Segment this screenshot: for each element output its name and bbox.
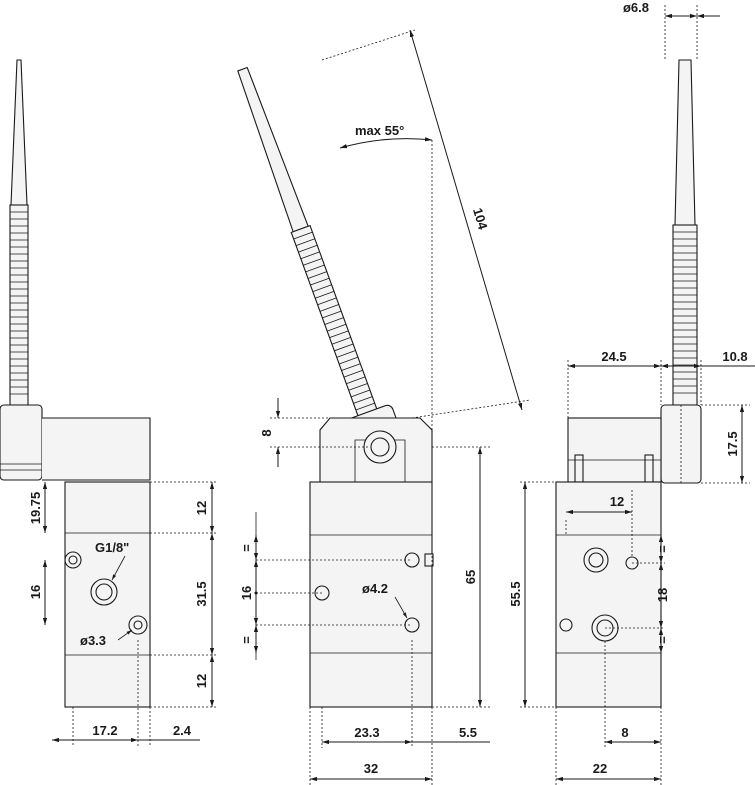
valve-body <box>555 481 662 708</box>
lever-spring <box>672 224 698 406</box>
dim-12-top: 12 <box>194 501 209 515</box>
eq-bottom: = <box>239 636 254 644</box>
eq-top: = <box>239 544 254 552</box>
dim-17-2: 17.2 <box>92 723 117 738</box>
dim-16: 16 <box>239 586 254 600</box>
eq-top: = <box>655 545 670 553</box>
hole-label: ø3.3 <box>80 633 106 648</box>
dim-18: 18 <box>655 588 670 602</box>
lever-head <box>0 404 43 481</box>
dim-10-8: 10.8 <box>722 349 747 364</box>
eq-bottom: = <box>655 636 670 644</box>
dim-2-4: 2.4 <box>173 723 192 738</box>
pivot-inner <box>370 437 390 457</box>
lever-head <box>660 404 702 484</box>
dim-12: 12 <box>610 494 624 509</box>
dim-5-5: 5.5 <box>459 725 477 740</box>
dim-65: 65 <box>463 570 478 584</box>
actuator-block <box>42 417 151 481</box>
dim-31-5: 31.5 <box>194 581 209 606</box>
dim-24-5: 24.5 <box>601 349 626 364</box>
port-label: G1/8" <box>95 540 129 555</box>
hole-label: ø4.2 <box>362 581 388 596</box>
dim-8: 8 <box>621 725 628 740</box>
lever-rod <box>237 66 309 233</box>
hole-4-2 <box>404 617 420 633</box>
dim-22: 22 <box>593 761 607 776</box>
dim-32: 32 <box>364 761 378 776</box>
lever-rod <box>674 59 696 226</box>
dim-8: 8 <box>259 429 274 436</box>
right-view: ø6.8 24.5 10.8 17.5 12 = 18 = 55.5 <box>508 0 755 785</box>
middle-view: max 55° 104 8 = 16 = ø4.2 65 <box>237 29 531 785</box>
mount-hole-top <box>404 552 420 568</box>
dim-23-3: 23.3 <box>354 725 379 740</box>
dim-104: 104 <box>470 206 491 232</box>
rod-dia: ø6.8 <box>623 0 649 15</box>
dim-17-5: 17.5 <box>725 431 740 456</box>
angle-label: max 55° <box>355 123 404 138</box>
dim-12-bottom: 12 <box>194 674 209 688</box>
dim-19-75: 19.75 <box>28 492 43 525</box>
dim-16: 16 <box>28 585 43 599</box>
left-view: 19.75 16 G1/8" ø3.3 12 31.5 12 17.2 2.4 <box>0 59 218 746</box>
dim-55-5: 55.5 <box>508 581 523 606</box>
side-hole <box>559 618 573 632</box>
lever-spring <box>9 204 29 406</box>
lever-rod <box>10 59 28 206</box>
